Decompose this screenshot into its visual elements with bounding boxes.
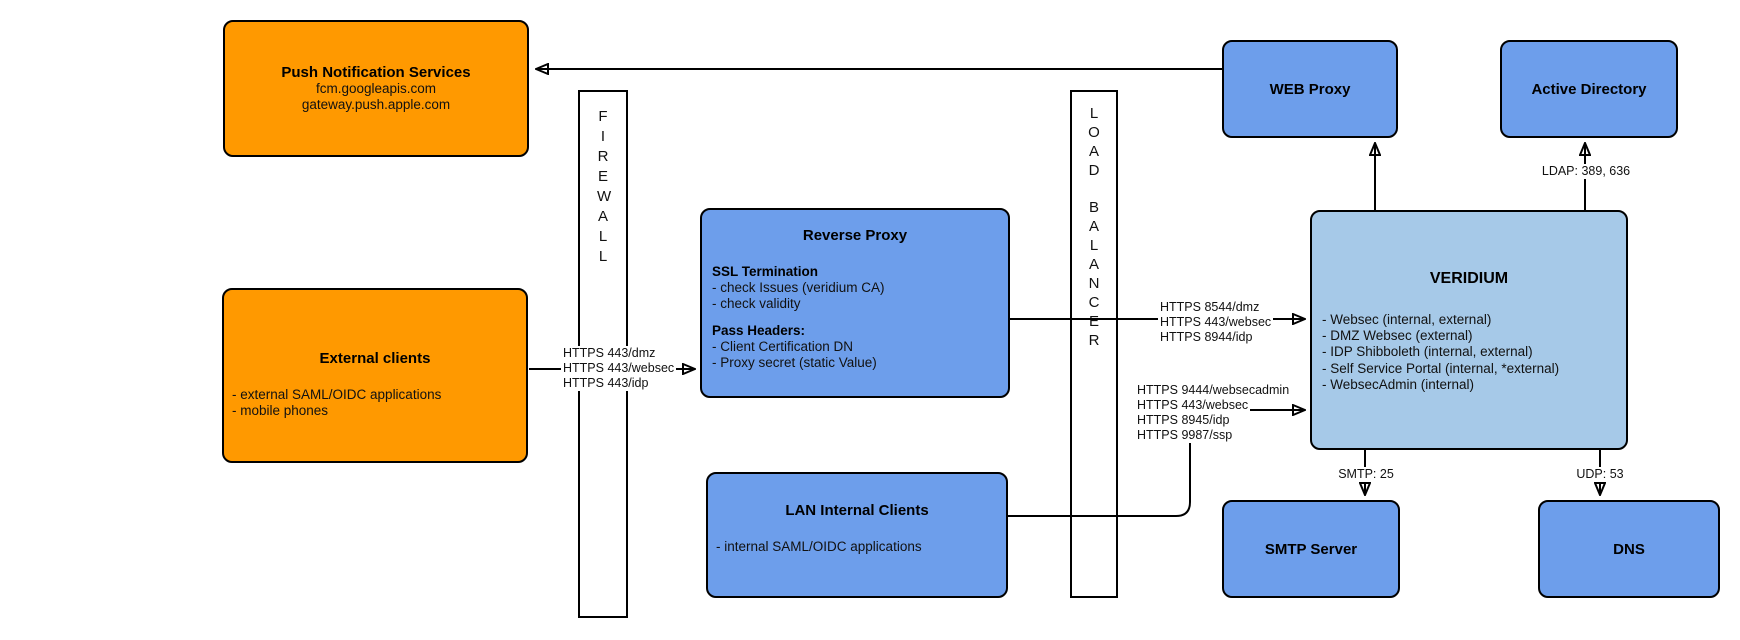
- lan-item: - internal SAML/OIDC applications: [716, 539, 922, 554]
- node-veridium: VERIDIUM - Websec (internal, external) -…: [1310, 210, 1628, 450]
- node-external-clients: External clients - external SAML/OIDC ap…: [222, 288, 528, 463]
- edge-label-line: HTTPS 443/websec: [1135, 398, 1251, 413]
- reverse-proxy-item: - check validity: [712, 295, 801, 311]
- reverse-proxy-section-heading: SSL Termination: [712, 264, 819, 279]
- veridium-item: - DMZ Websec (external): [1322, 328, 1473, 344]
- node-title: Push Notification Services: [281, 64, 471, 81]
- edge-label-line: HTTPS 8944/idp: [1158, 330, 1255, 345]
- edge-label-line: HTTPS 443/websec: [1158, 315, 1274, 330]
- node-smtp-server: SMTP Server: [1222, 500, 1400, 598]
- edge-label-line: HTTPS 8945/idp: [1135, 413, 1232, 428]
- push-host-apns: gateway.push.apple.com: [301, 97, 451, 112]
- node-title: Active Directory: [1531, 80, 1647, 98]
- edge-label-smtp: SMTP: 25: [1336, 467, 1396, 482]
- edge-label-udp: UDP: 53: [1574, 467, 1626, 482]
- node-web-proxy: WEB Proxy: [1222, 40, 1398, 138]
- node-title: DNS: [1613, 540, 1645, 558]
- edge-label-external-to-reverseproxy: HTTPS 443/dmz HTTPS 443/websec HTTPS 443…: [561, 346, 677, 391]
- load-balancer-label-bottom: BALANCER: [1088, 199, 1100, 349]
- edge-label-line: HTTPS 9987/ssp: [1135, 428, 1235, 443]
- external-item: - mobile phones: [232, 403, 329, 418]
- node-lan-internal-clients: LAN Internal Clients - internal SAML/OID…: [706, 472, 1008, 598]
- node-title: External clients: [319, 350, 431, 367]
- veridium-item: - Websec (internal, external): [1322, 312, 1492, 327]
- edge-label-loadbalancer-to-veridium: HTTPS 8544/dmz HTTPS 443/websec HTTPS 89…: [1158, 300, 1274, 345]
- reverse-proxy-item: - check Issues (veridium CA): [712, 280, 885, 295]
- node-title: LAN Internal Clients: [785, 502, 929, 519]
- node-title: VERIDIUM: [1429, 270, 1509, 287]
- reverse-proxy-section-heading: Pass Headers:: [712, 323, 806, 338]
- load-balancer-label-top: LOAD: [1088, 105, 1100, 179]
- edge-label-line: HTTPS 9444/websecadmin: [1135, 383, 1292, 398]
- reverse-proxy-item: - Client Certification DN: [712, 339, 854, 354]
- external-item: - external SAML/OIDC applications: [232, 387, 442, 402]
- node-active-directory: Active Directory: [1500, 40, 1678, 138]
- edge-label-line: HTTPS 443/dmz: [561, 346, 658, 361]
- reverse-proxy-item: - Proxy secret (static Value): [712, 354, 877, 370]
- edge-label-line: HTTPS 443/websec: [561, 361, 677, 376]
- veridium-item: - WebsecAdmin (internal): [1322, 376, 1475, 392]
- node-push-notification-services: Push Notification Services fcm.googleapi…: [223, 20, 529, 157]
- node-title: Reverse Proxy: [802, 227, 908, 244]
- edge-label-ldap: LDAP: 389, 636: [1539, 164, 1633, 179]
- edge-label-line: HTTPS 8544/dmz: [1158, 300, 1262, 315]
- edge-label-line: HTTPS 443/idp: [561, 376, 651, 391]
- push-host-fcm: fcm.googleapis.com: [315, 81, 437, 96]
- node-title: SMTP Server: [1264, 540, 1358, 558]
- node-dns: DNS: [1538, 500, 1720, 598]
- node-load-balancer: LOAD BALANCER: [1070, 90, 1118, 598]
- veridium-item: - IDP Shibboleth (internal, external): [1322, 344, 1533, 360]
- edge-label-lan-to-veridium: HTTPS 9444/websecadmin HTTPS 443/websec …: [1135, 383, 1292, 443]
- node-reverse-proxy: Reverse Proxy SSL Termination - check Is…: [700, 208, 1010, 398]
- node-title: WEB Proxy: [1269, 80, 1351, 98]
- firewall-label: FIREWALL: [597, 108, 612, 265]
- veridium-item: - Self Service Portal (internal, *extern…: [1322, 360, 1560, 376]
